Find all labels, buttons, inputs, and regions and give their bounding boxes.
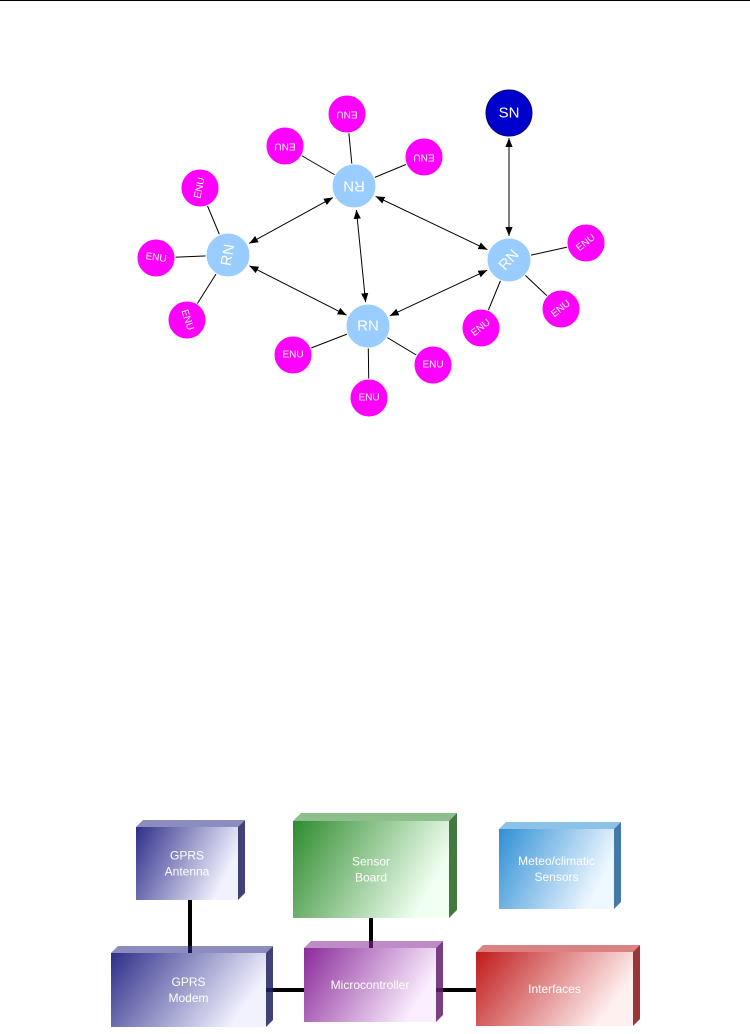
block-microcontroller: Microcontroller [304, 941, 443, 1022]
block-label-gprs-antenna-1: Antenna [165, 865, 210, 879]
block-gprs-modem: GPRS Modem [111, 946, 273, 1027]
block-label-interfaces-0: Interfaces [528, 982, 581, 996]
block-label-gprs-antenna-0: GPRS [170, 849, 204, 863]
block-label-sensor-board-0: Sensor [352, 855, 390, 869]
block-gprs-antenna: GPRS Antenna [136, 820, 245, 900]
block-label-microcontroller-0: Microcontroller [331, 978, 410, 992]
block-label-gprs-modem-1: Modem [168, 991, 208, 1005]
block-label-meteo-sensors-0: Meteo/climatic [518, 854, 595, 868]
block-interfaces: Interfaces [476, 945, 640, 1026]
block-label-sensor-board-1: Board [355, 871, 387, 885]
block-label-meteo-sensors-1: Sensors [534, 870, 578, 884]
block-label-gprs-modem-0: GPRS [171, 975, 205, 989]
